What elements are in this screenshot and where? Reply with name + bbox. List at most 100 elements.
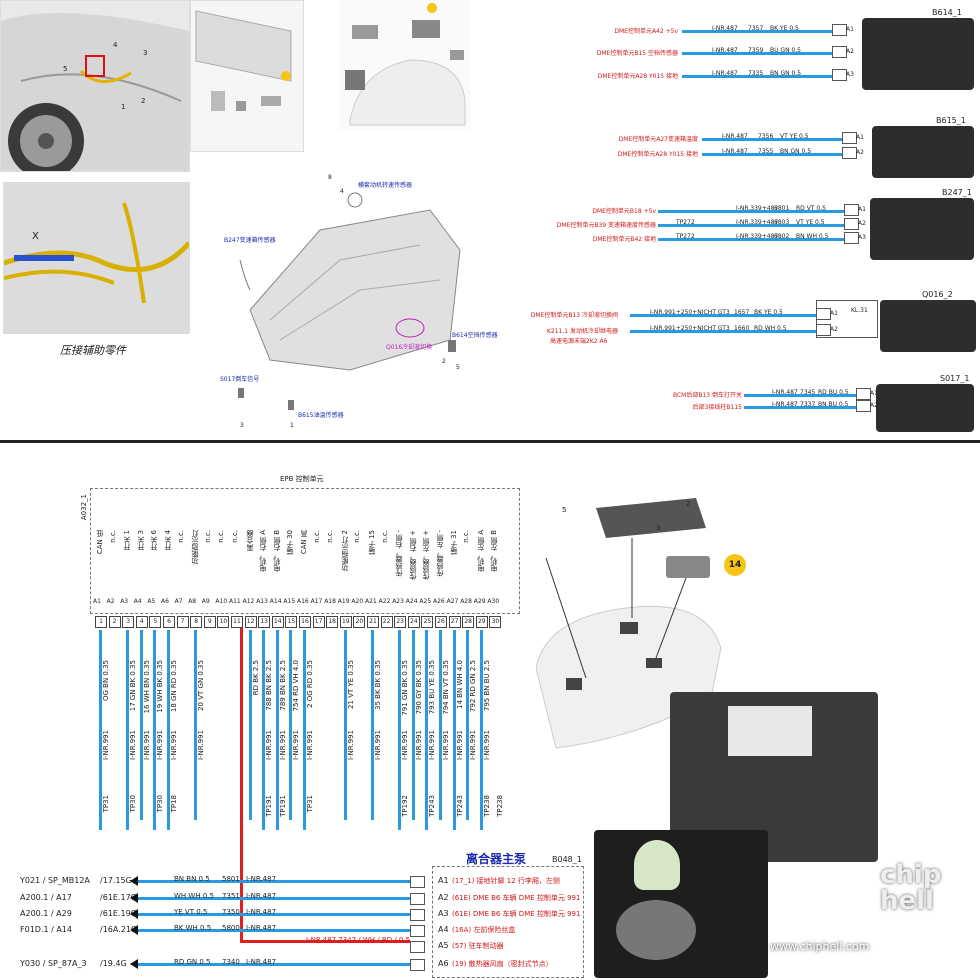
car-rear-illustration bbox=[1, 13, 189, 179]
label-b614: B614空挡传感器 bbox=[452, 332, 498, 339]
connector-photo bbox=[880, 300, 976, 352]
wire-num: 7355 bbox=[758, 148, 774, 155]
highlight-box bbox=[85, 55, 105, 77]
epb-wire bbox=[289, 630, 293, 820]
watermark-url: www.chiphell.com bbox=[770, 940, 870, 953]
epb-wire bbox=[262, 630, 266, 830]
wire-num: 7337 bbox=[800, 401, 816, 408]
epb-test-point: TP30 bbox=[129, 795, 138, 813]
epb-pin-id: A23 bbox=[392, 598, 404, 605]
clutch-ref: /19.4G bbox=[100, 959, 127, 968]
epb-pin-id: A26 bbox=[433, 598, 445, 605]
epb-pin-box: 29 bbox=[475, 616, 488, 628]
clutch-wire-nr: I-NR.487 bbox=[246, 892, 277, 900]
clutch-signal-wire bbox=[240, 628, 243, 942]
clutch-ref: /61E.19G bbox=[100, 909, 137, 918]
clutch-wire bbox=[138, 963, 410, 966]
clutch-pin-id: A1 bbox=[438, 876, 449, 885]
epb-pin-name: 离合器 bbox=[245, 530, 254, 551]
epb-wire-color: 788 BN BK 2.5 bbox=[265, 660, 274, 711]
connector-body bbox=[616, 900, 696, 960]
epb-pin-box: 30 bbox=[489, 616, 502, 628]
pin-id: A1 bbox=[858, 206, 866, 213]
wire-color: RD WH 0.5 bbox=[754, 325, 787, 332]
wire-num: 7357 bbox=[748, 25, 764, 32]
epb-pin-id: A5 bbox=[147, 598, 156, 605]
wire-nr: I-NR.487 bbox=[712, 47, 738, 54]
clutch-wire-color: I-NR.487 7347 / WH / RD / 0.5 bbox=[306, 936, 411, 944]
pin-id: A2 bbox=[830, 326, 838, 333]
connector-b615: B615_1 DME控制单元A27变速箱温度 I-NR.487 7356 VT … bbox=[590, 116, 980, 182]
epb-test-point: TP18 bbox=[170, 795, 178, 813]
epb-pin-name: CAN 低 bbox=[96, 530, 104, 555]
connector-photo bbox=[862, 18, 974, 90]
wire-nr: I-NR.487 bbox=[772, 401, 798, 408]
clutch-ref: /16A.21G bbox=[100, 925, 138, 934]
clutch-wire-nr: I-NR.487 bbox=[246, 958, 277, 966]
epb-wire bbox=[99, 630, 102, 830]
epb-wire bbox=[343, 630, 347, 820]
clutch-wire-color: RD GN 0.5 bbox=[174, 958, 211, 966]
epb-pin-box: 24 bbox=[407, 616, 420, 628]
wire-color: BU GN 0.5 bbox=[770, 47, 802, 54]
car-rear-view-panel: 4 3 5 1 2 bbox=[0, 0, 190, 179]
callout-5: 5 bbox=[63, 65, 68, 73]
epb-pin-name: n.c. bbox=[231, 530, 239, 543]
epb-pin-box: 25 bbox=[421, 616, 434, 628]
epb-pin-id: A7 bbox=[174, 598, 183, 605]
gearbox-num-5: 5 bbox=[456, 364, 460, 371]
epb-pin-id: A19 bbox=[337, 598, 350, 605]
epb-pin-id: A9 bbox=[201, 598, 210, 605]
clutch-pin-id: A4 bbox=[438, 925, 449, 934]
watermark-logo: chip hell bbox=[880, 860, 942, 916]
epb-pin-box: 26 bbox=[435, 616, 447, 628]
pin-desc: DME控制单元B18 +5v bbox=[592, 208, 656, 215]
epb-pin-name: 电机，左侧 B bbox=[490, 530, 499, 573]
epb-wire-nr: I-NR.991 bbox=[102, 730, 110, 761]
clutch-pin-desc: (61E) DME B6 车辆 DME 控制单元 991 bbox=[452, 910, 581, 918]
epb-pin-name: 开关 1 bbox=[123, 530, 132, 551]
epb-wire-nr: I-NR.991 bbox=[142, 730, 151, 761]
pin-desc: BCM后部B13 倒车灯开关 bbox=[672, 392, 742, 399]
gearbox-num-2: 2 bbox=[442, 358, 446, 365]
epb-wire-nr: I-NR.991 bbox=[401, 730, 410, 761]
clutch-wire-num: 5801 bbox=[222, 875, 240, 883]
epb-wire-color: 16 WH BN 0.35 bbox=[142, 660, 151, 714]
epb-pin-name: n.c. bbox=[108, 530, 117, 543]
pin-desc: DME控制单元A28 Y015 接地 bbox=[597, 73, 678, 80]
epb-pin-id: A10 bbox=[215, 598, 228, 605]
epb-pin-name: n.c. bbox=[353, 530, 362, 543]
epb-pin-id: A6 bbox=[161, 598, 169, 605]
wire-num: 6801 bbox=[774, 205, 790, 212]
epb-wire-color: 791 GN BK 0.35 bbox=[401, 660, 410, 716]
wire-nr: I-NR.487 bbox=[712, 70, 738, 77]
epb-pin-name: 传感器，左侧 - bbox=[436, 530, 444, 577]
epb-pin-name: 开关 3 bbox=[136, 530, 145, 551]
wire-color: RD VT 0.5 bbox=[796, 205, 826, 212]
epb-wire-nr: I-NR.991 bbox=[278, 730, 287, 761]
harness-illustration bbox=[3, 202, 191, 304]
clutch-wire-nr: I-NR.487 bbox=[246, 908, 277, 916]
clutch-wire bbox=[138, 913, 410, 916]
clutch-pin-box bbox=[410, 941, 425, 953]
label-s017: S017倒车信号 bbox=[220, 376, 260, 383]
epb-pin-name: n.c. bbox=[203, 530, 212, 543]
gearbox-diagram: 横套动机转速传感器 B247变速箱传感器 B614空挡传感器 Q016冷却液切换… bbox=[210, 170, 500, 430]
wire-nr: I-NR.487 bbox=[712, 25, 738, 32]
clutch-wire bbox=[138, 929, 410, 932]
epb-pin-id: A24 bbox=[405, 598, 418, 605]
label-b615: B615油温传感器 bbox=[298, 412, 344, 419]
wire-color: BN GN 0.5 bbox=[780, 148, 812, 155]
epb-pin-box: 9 bbox=[203, 616, 216, 628]
connector-b614: B614_1 DME控制单元A42 +5v I-NR.487 7357 BK Y… bbox=[590, 8, 980, 93]
clutch-pin-box bbox=[410, 909, 425, 921]
epb-wire-color: 795 BN BU 2.5 bbox=[482, 660, 491, 712]
epb-wire-nr: I-NR.991 bbox=[455, 730, 464, 761]
clutch-pin-box bbox=[410, 925, 425, 937]
pin-id: A1 bbox=[830, 310, 838, 317]
epb-pin-box: 7 bbox=[176, 616, 189, 628]
arrowhead bbox=[130, 959, 138, 969]
epb-pin-box: 4 bbox=[135, 616, 148, 628]
label-b247: B247变速箱传感器 bbox=[224, 237, 276, 244]
epb-test-point: TP238 bbox=[482, 795, 491, 817]
